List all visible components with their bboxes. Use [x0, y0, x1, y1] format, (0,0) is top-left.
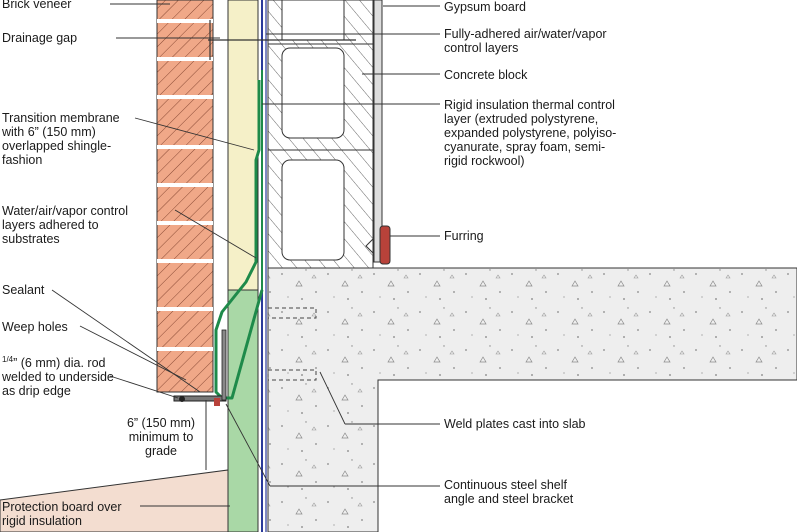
shelf-angle — [173, 329, 227, 406]
furring — [379, 225, 391, 265]
label-weld-plates: Weld plates cast into slab — [444, 417, 586, 431]
leader-lines — [51, 3, 440, 507]
protection-board — [227, 289, 259, 532]
rigid-insulation — [227, 0, 259, 291]
label-transition-membrane: Transition membrane with 6” (150 mm) ove… — [2, 111, 120, 167]
label-brick-veneer: Brick veneer — [2, 0, 72, 11]
gypsum-board — [373, 0, 383, 263]
concrete-block-wall — [267, 0, 374, 269]
label-fully-adhered: Fully-adhered air/water/vapor control la… — [444, 27, 607, 55]
label-weep-holes: Weep holes — [2, 320, 68, 334]
label-drainage-gap: Drainage gap — [2, 31, 78, 45]
label-shelf-angle: Continuous steel shelf angle and steel b… — [444, 478, 574, 506]
grade — [0, 400, 229, 532]
brick-veneer — [156, 0, 214, 393]
label-wav-layers: Water/air/vapor control layers adhered t… — [2, 204, 128, 246]
label-drip-rod: 1/4” (6 mm) dia. rod welded to underside… — [2, 354, 114, 398]
label-grade-minimum: 6” (150 mm) minimum to grade — [126, 416, 196, 458]
weld-plates — [267, 307, 317, 381]
label-concrete-block: Concrete block — [444, 68, 528, 82]
brick-ties — [208, 20, 356, 60]
label-furring: Furring — [444, 229, 484, 243]
label-protection-board: Protection board over rigid insulation — [2, 500, 122, 528]
label-sealant: Sealant — [2, 283, 45, 297]
label-gypsum-board: Gypsum board — [444, 0, 526, 14]
concrete-slab — [267, 267, 797, 532]
label-rigid-insulation: Rigid insulation thermal control layer (… — [444, 98, 617, 168]
